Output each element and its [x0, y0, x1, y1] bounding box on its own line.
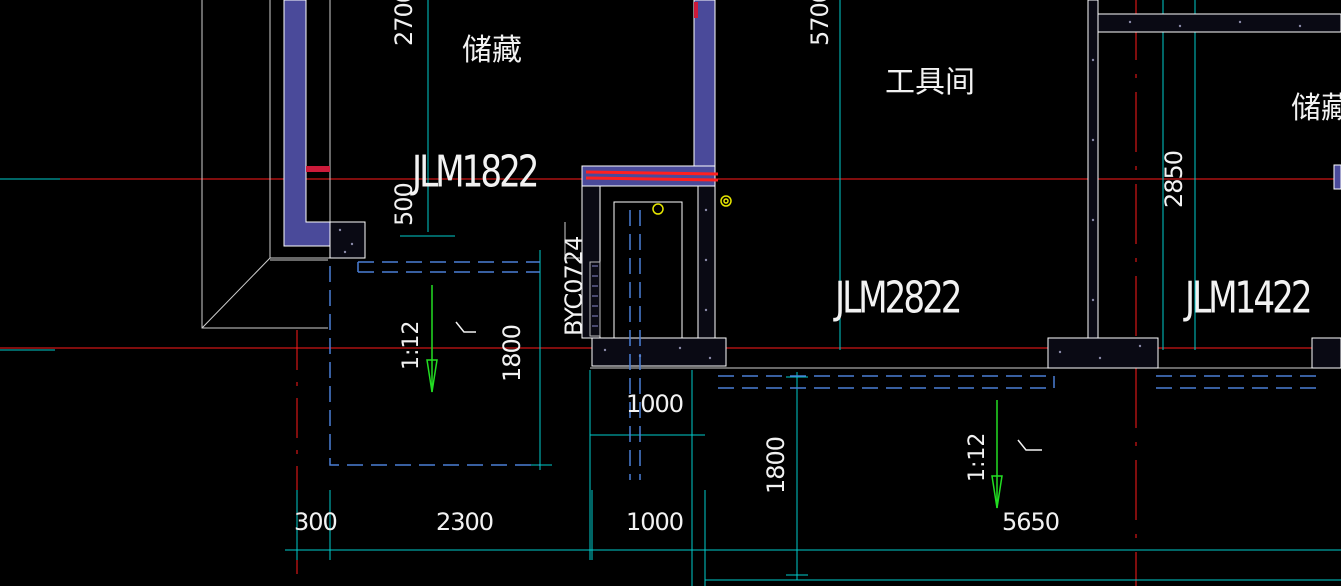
slope-ticks [455, 321, 1042, 451]
dimension-300: 300 [294, 508, 337, 536]
door-tag-middle: JLM2822 [833, 272, 959, 323]
window-tag: BYC0724 [560, 237, 588, 336]
dimension-1800-left: 1800 [498, 325, 526, 382]
highlight-lines [585, 170, 719, 182]
dimension-500: 500 [390, 183, 418, 226]
dimension-1000-top: 1000 [626, 390, 683, 418]
dimension-1800-right: 1800 [762, 437, 790, 494]
wall-accent [306, 2, 698, 172]
dimension-2850: 2850 [1160, 151, 1188, 208]
room-label-storage-left: 储藏 [462, 33, 522, 68]
concrete-speckle [338, 20, 1302, 360]
room-label-storage-right: 储藏 [1291, 91, 1341, 126]
dimension-1000-bottom: 1000 [626, 508, 683, 536]
walls [283, 0, 1341, 247]
concrete-blocks [329, 0, 1341, 369]
yellow-markers [652, 195, 732, 215]
room-label-tool-room: 工具间 [885, 65, 975, 100]
dimension-2300: 2300 [436, 508, 493, 536]
door-tag-left: JLM1822 [410, 146, 536, 197]
window-hatch [592, 265, 598, 327]
dimension-5700: 5700 [806, 0, 834, 46]
dimension-2700: 2700 [390, 0, 418, 46]
dimension-5650: 5650 [1002, 508, 1059, 536]
ramp-outlines [329, 210, 1318, 480]
slope-arrows [426, 285, 1003, 509]
door-tag-right: JLM1422 [1183, 272, 1309, 323]
slope-label-right: 1:12 [965, 433, 990, 482]
slope-label-left: 1:12 [399, 321, 424, 370]
pipe-shaft [589, 185, 699, 339]
